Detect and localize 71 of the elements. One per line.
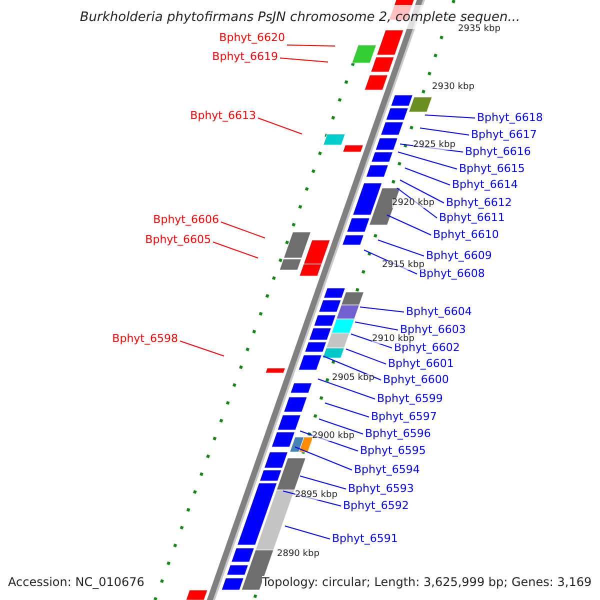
scale-label: 2925 kbp (413, 141, 456, 150)
leader-line (346, 348, 386, 364)
leader-line (396, 188, 438, 218)
leader-line (258, 118, 302, 134)
gene-label: Bphyt_6604 (406, 306, 472, 317)
leader-line (364, 250, 418, 274)
leader-line (354, 322, 398, 330)
leader-line (378, 240, 424, 256)
scale-label: 2935 kbp (458, 25, 500, 34)
leader-line (318, 378, 376, 400)
leader-line (282, 490, 342, 506)
gene-label: Bphyt_6611 (439, 212, 505, 223)
leader-line (322, 356, 382, 380)
scale-label: 2895 kbp (295, 491, 338, 500)
gene-label: Bphyt_6608 (419, 268, 485, 279)
info-text: Topology: circular; Length: 3,625,999 bp; Genes: 3,169 (262, 576, 592, 588)
leader-line (400, 144, 464, 152)
scale-label: 2930 kbp (432, 83, 474, 92)
gene-label: Bphyt_6606 (153, 214, 219, 225)
scale-label: 2910 kbp (372, 335, 414, 344)
leader-line (400, 180, 444, 204)
leader-line (294, 446, 352, 470)
gene-label: Bphyt_6619 (212, 51, 278, 62)
gene-label: Bphyt_6620 (219, 32, 285, 43)
gene-label: Bphyt_6597 (371, 411, 437, 422)
gene-label: Bphyt_6609 (426, 250, 492, 261)
leader-line (324, 402, 370, 418)
leader-line (300, 476, 346, 490)
gene-label: Bphyt_6600 (383, 374, 449, 385)
scale-label: 2905 kbp (332, 374, 374, 383)
gene-label: Bphyt_6593 (348, 483, 414, 494)
gene-label: Bphyt_6612 (446, 197, 512, 208)
gene-label: Bphyt_6595 (360, 445, 426, 456)
scale-label: 2900 kbp (312, 432, 354, 441)
leader-line (280, 58, 328, 62)
gene-label: Bphyt_6592 (343, 500, 409, 511)
gene-label: Bphyt_6603 (400, 324, 466, 335)
leader-line (350, 334, 392, 348)
leader-line (300, 430, 358, 452)
leader-line (420, 128, 470, 136)
leader-line (386, 214, 432, 236)
leader-line (398, 152, 458, 170)
leader-line (284, 526, 330, 540)
gene-label: Bphyt_6616 (465, 146, 531, 157)
leader-line (424, 114, 476, 118)
gene-label: Bphyt_6618 (477, 112, 543, 123)
gene-label: Bphyt_6615 (459, 163, 525, 174)
leader-line (360, 306, 404, 312)
leader-line (318, 418, 364, 434)
info-text: Accession: NC_010676 (8, 576, 144, 588)
gene-label: Bphyt_6614 (452, 179, 518, 190)
gene-label: Bphyt_6617 (471, 129, 537, 140)
gene-label: Bphyt_6594 (354, 464, 420, 475)
leader-line (286, 44, 336, 46)
leader-line (220, 222, 266, 238)
gene-label: Bphyt_6598 (112, 333, 178, 344)
gene-label: Bphyt_6605 (145, 234, 211, 245)
gene-label: Bphyt_6602 (394, 342, 460, 353)
gene-label: Bphyt_6591 (332, 533, 398, 544)
leader-line (404, 168, 450, 186)
leader-line (212, 242, 258, 258)
leader-line (180, 340, 224, 356)
gene-label: Bphyt_6613 (190, 110, 256, 121)
title: Burkholderia phytofirmans PsJN chromosome 2, complete sequen... (78, 11, 522, 24)
scale-label: 2915 kbp (382, 261, 424, 270)
gene-label: Bphyt_6601 (388, 358, 454, 369)
scale-label: 2890 kbp (277, 550, 320, 559)
scale-label: 2920 kbp (392, 199, 434, 208)
gene-label: Bphyt_6610 (433, 229, 499, 240)
gene-label: Bphyt_6596 (365, 428, 431, 439)
gene-label: Bphyt_6599 (377, 393, 443, 404)
